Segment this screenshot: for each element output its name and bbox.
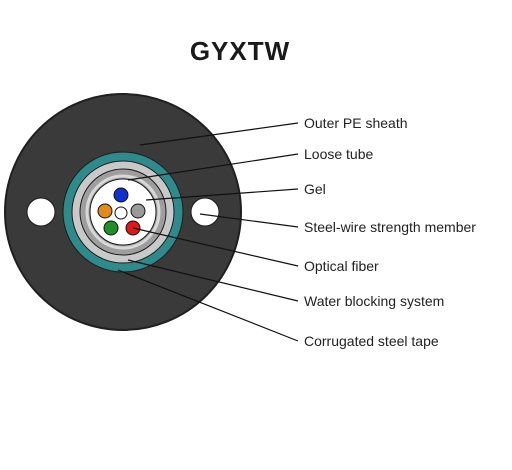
strength-member-left xyxy=(26,197,56,227)
leader-optical-fiber xyxy=(132,227,299,267)
leader-water-blocking xyxy=(127,259,299,302)
fiber-gray xyxy=(130,203,146,219)
optical-fibers xyxy=(97,187,146,236)
leader-outer-pe-sheath xyxy=(139,122,299,146)
label-corrugated-steel-tape: Corrugated steel tape xyxy=(304,333,439,349)
strength-member-right xyxy=(190,197,220,227)
label-outer-pe-sheath: Outer PE sheath xyxy=(304,115,408,131)
label-gel: Gel xyxy=(304,181,326,197)
fiber-blue xyxy=(113,187,129,203)
loose-tube-inner-wall xyxy=(85,174,161,250)
label-optical-fiber: Optical fiber xyxy=(304,258,379,274)
label-water-blocking-system: Water blocking system xyxy=(304,293,444,309)
label-loose-tube: Loose tube xyxy=(304,146,373,162)
fiber-orange xyxy=(97,203,113,219)
diagram-title: GYXTW xyxy=(189,36,291,66)
label-steel-wire-strength-member: Steel-wire strength member xyxy=(304,219,476,235)
fiber-white xyxy=(114,206,128,220)
leader-gel xyxy=(145,188,299,201)
leader-loose-tube xyxy=(127,153,299,181)
leader-steel-wire xyxy=(199,213,299,228)
leader-corrugated-steel-tape xyxy=(117,269,299,342)
fiber-green xyxy=(103,220,119,236)
